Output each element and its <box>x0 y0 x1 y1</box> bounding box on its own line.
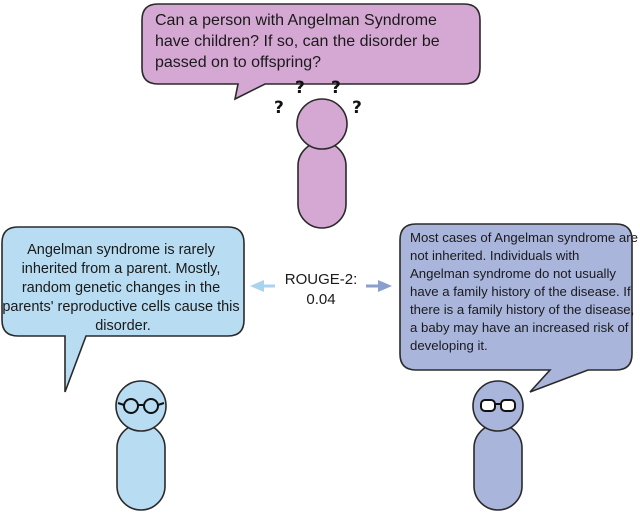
right-answer-line-7: developing it. <box>410 338 488 353</box>
left-answer-line-4: parents' reproductive cells cause this <box>2 299 239 315</box>
right-arrow <box>366 280 392 292</box>
question-bubble <box>141 3 481 101</box>
left-answer-line-2: inherited from a parent. Mostly, <box>22 261 221 277</box>
question-line-2: have children? If so, can the disorder b… <box>155 33 440 50</box>
left-answer-line-3: random genetic changes in the <box>22 280 220 296</box>
right-answer-line-2: not inherited. Individuals with <box>410 248 579 263</box>
right-answer-line-5: there is a family history of the disease… <box>410 302 634 317</box>
metric-label: ROUGE-2: <box>285 271 358 288</box>
metric-value: 0.04 <box>306 291 335 308</box>
left-arrow <box>250 280 275 292</box>
right-answer-line-3: Angelman syndrome do not usually <box>410 266 616 281</box>
question-mark-2: ? <box>295 78 305 98</box>
right-answer-line-1: Most cases of Angelman syndrome are <box>410 230 638 245</box>
right-answer-bubble <box>399 223 633 393</box>
question-line-3: passed on to offspring? <box>155 54 321 71</box>
right-person-head <box>472 380 524 432</box>
questioning-person-figure <box>296 98 348 229</box>
right-answer-text: Most cases of Angelman syndrome are not … <box>410 230 640 353</box>
question-line-1: Can a person with Angelman Syndrome <box>155 12 437 29</box>
right-answer-line-6: a baby may have an increased risk of <box>410 320 629 335</box>
right-answer-line-4: have a family history of the disease. If <box>410 284 631 299</box>
question-mark-1: ? <box>274 98 284 118</box>
left-answer-bubble <box>1 226 245 393</box>
left-person-figure <box>115 380 167 511</box>
questioning-person-head <box>296 98 348 150</box>
right-person-glasses-icon <box>480 399 516 412</box>
right-person-figure <box>472 380 524 511</box>
question-mark-3: ? <box>331 78 341 98</box>
left-answer-text: Angelman syndrome is rarely inherited fr… <box>2 242 243 334</box>
left-person-body <box>116 423 166 511</box>
question-mark-4: ? <box>352 98 362 118</box>
left-answer-line-5: disorder. <box>95 318 151 334</box>
left-person-glasses-icon <box>117 398 165 414</box>
left-answer-line-1: Angelman syndrome is rarely <box>27 242 216 258</box>
questioning-person-body <box>297 141 347 229</box>
question-text: Can a person with Angelman Syndrome have… <box>155 12 444 71</box>
right-person-body <box>473 423 523 511</box>
